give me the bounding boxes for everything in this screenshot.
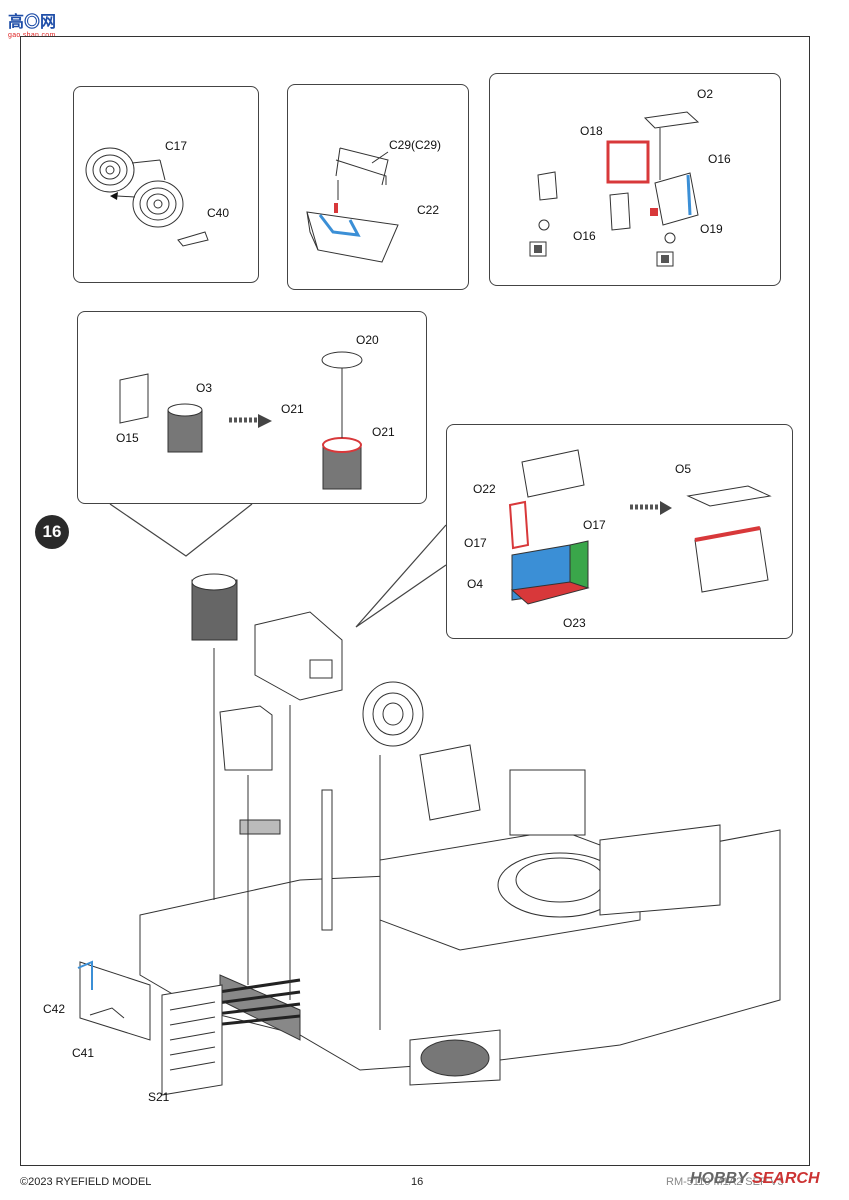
label-o16-left: O16: [573, 229, 596, 243]
label-o15: O15: [116, 431, 139, 445]
label-o4: O4: [467, 577, 484, 591]
label-o23: O23: [563, 616, 586, 630]
label-o3: O3: [196, 381, 213, 395]
label-o22: O22: [473, 482, 496, 496]
label-o2: O2: [697, 87, 714, 101]
page-frame: [20, 36, 810, 1166]
step-number-badge: 16: [35, 515, 69, 549]
label-o17-right: O17: [583, 518, 606, 532]
label-o18: O18: [580, 124, 603, 138]
label-o16-right: O16: [708, 152, 731, 166]
label-o21-right: O21: [372, 425, 395, 439]
label-c17: C17: [165, 139, 188, 153]
label-c42: C42: [43, 1002, 66, 1016]
label-o5: O5: [675, 462, 692, 476]
footer-copyright: ©2023 RYEFIELD MODEL: [20, 1176, 152, 1188]
hobby-search-watermark: HOBBY SEARCH: [690, 1170, 820, 1187]
label-o17-left: O17: [464, 536, 487, 550]
part-c17-disc-2: [132, 180, 184, 228]
label-c40: C40: [207, 206, 230, 220]
label-c22: C22: [417, 203, 440, 217]
label-o21-left: O21: [281, 402, 304, 416]
label-o19: O19: [700, 222, 723, 236]
part-c17-disc-1: [85, 147, 135, 193]
label-o20: O20: [356, 333, 379, 347]
label-c29: C29(C29): [389, 138, 442, 152]
label-c41: C41: [72, 1046, 95, 1060]
footer-product-code: RM-5110 M1A2 SEP V3: [666, 1176, 784, 1188]
footer-page-number: 16: [411, 1176, 424, 1188]
label-s21: S21: [148, 1090, 170, 1104]
